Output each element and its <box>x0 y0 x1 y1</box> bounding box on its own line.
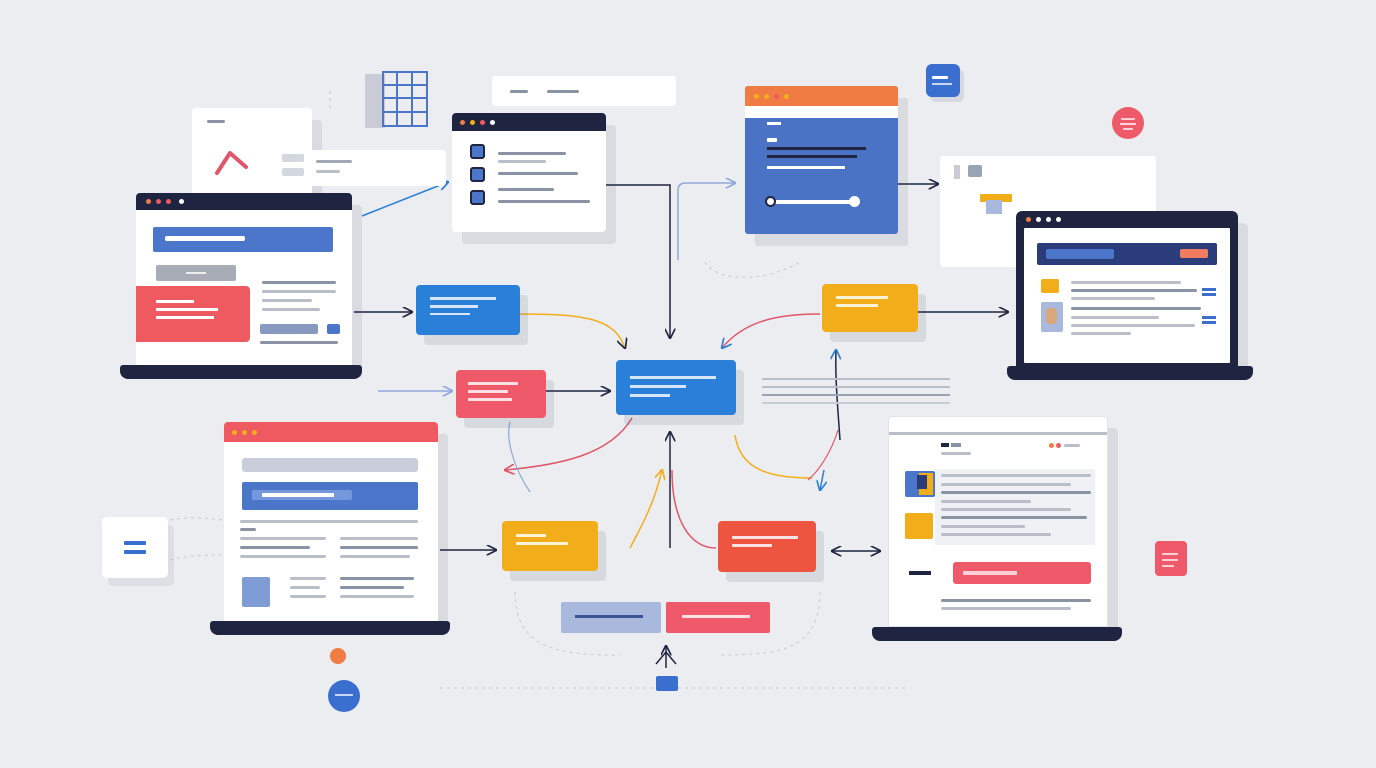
grid-icon <box>365 71 428 128</box>
flow-node-red-bottom[interactable] <box>718 521 816 572</box>
arrow-connector <box>519 313 625 348</box>
header-bar <box>153 227 333 252</box>
slider[interactable] <box>767 200 855 204</box>
right-laptop-screen <box>1024 228 1230 363</box>
dashed-guide <box>169 554 226 561</box>
top-search-card <box>492 76 676 106</box>
dashed-guide <box>719 591 821 656</box>
header-bar <box>1037 243 1217 265</box>
bottom-left-laptop-base <box>210 621 450 635</box>
dashed-guide <box>514 591 621 656</box>
checklist-window <box>452 113 606 232</box>
flow-node-red-left[interactable] <box>456 370 546 418</box>
alert-block <box>136 286 250 342</box>
slider-window <box>745 86 898 234</box>
arrow-connector <box>734 434 813 479</box>
toggle-icon[interactable] <box>327 324 340 334</box>
notification-badge[interactable] <box>926 64 960 97</box>
flow-node-blue[interactable] <box>416 285 520 335</box>
dashed-guide <box>704 261 801 278</box>
dashed-guide <box>169 517 226 521</box>
left-laptop-screen <box>136 193 352 365</box>
header-bar <box>242 482 418 510</box>
search-bar[interactable] <box>242 458 418 472</box>
flow-node-yellow-bottom[interactable] <box>502 521 598 571</box>
stripe-line <box>762 386 950 388</box>
arrow-connector <box>722 313 821 348</box>
flow-node-yellow-right[interactable] <box>822 284 918 332</box>
checkbox[interactable] <box>470 190 485 205</box>
arrow-connector <box>606 184 670 338</box>
checkbox[interactable] <box>470 167 485 182</box>
arrow-connector <box>629 470 662 549</box>
slider-handle[interactable] <box>765 196 776 207</box>
slider-handle[interactable] <box>849 196 860 207</box>
center-hub-node[interactable] <box>616 360 736 415</box>
bottom-left-button[interactable] <box>561 602 661 633</box>
bottom-right-laptop-screen <box>888 416 1108 627</box>
menu-button[interactable] <box>102 517 168 578</box>
bottom-right-button[interactable] <box>666 602 770 633</box>
menu-icon[interactable] <box>1202 288 1216 298</box>
arrow-connector <box>361 182 448 217</box>
left-laptop-base <box>120 365 362 379</box>
bottom-right-laptop-base <box>872 627 1122 641</box>
image-icon <box>1041 302 1063 332</box>
image-icon <box>980 194 1012 214</box>
pink-badge[interactable] <box>1112 107 1144 139</box>
arrow-connector <box>807 429 839 481</box>
secondary-button[interactable] <box>156 265 236 281</box>
status-dot <box>330 648 346 664</box>
menu-icon <box>124 541 146 555</box>
arrow-connector <box>820 469 824 490</box>
arrow-connector <box>671 469 717 549</box>
image-icon <box>905 471 935 497</box>
primary-action-button[interactable] <box>953 562 1091 584</box>
stripe-line <box>762 394 950 396</box>
stripe-line <box>762 402 950 404</box>
menu-icon[interactable] <box>1202 316 1216 326</box>
arrow-connector <box>505 417 633 470</box>
chart-side-card <box>278 150 446 186</box>
bottom-left-laptop-screen <box>224 422 438 622</box>
stripe-line <box>762 378 950 380</box>
right-laptop-base <box>1007 366 1253 380</box>
red-badge[interactable] <box>1155 541 1187 576</box>
right-laptop-frame <box>1016 211 1238 366</box>
blue-circle-badge[interactable] <box>328 680 360 712</box>
small-input[interactable] <box>260 324 318 334</box>
arrow-connector <box>677 183 735 260</box>
arrow-connector <box>508 421 531 493</box>
chart-line-icon <box>215 151 248 175</box>
checkbox[interactable] <box>470 144 485 159</box>
arrow-connector <box>655 650 677 665</box>
bottom-anchor-icon <box>656 676 678 691</box>
